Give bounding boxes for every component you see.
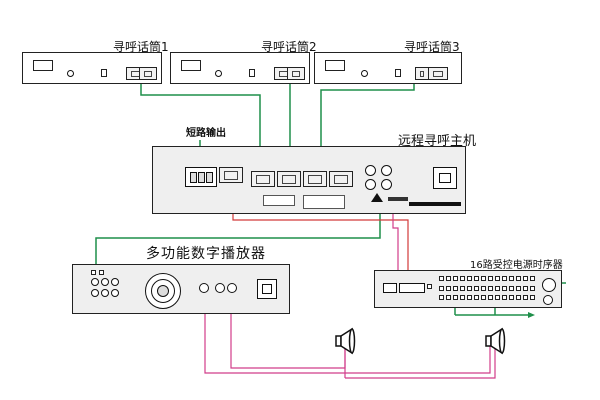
rj45-port-icon [251,171,275,187]
dc-jack-icon [215,70,222,77]
rj45-port-icon [329,171,353,187]
fan-grille-icon [145,273,181,309]
warning-icon [371,193,383,202]
rca-jack-icon [365,179,376,190]
short-output-label: 短路输出 [186,128,226,139]
rca-jack-icon [91,278,99,286]
rj45-port-icon [219,167,243,183]
rj45-port-icon [287,67,305,80]
rj45-port-icon [303,171,327,187]
speaker-icon [330,327,358,355]
rj45-port-icon [428,67,448,80]
remote-paging-host [152,146,466,214]
speaker-icon [480,327,508,355]
label-plate [263,195,295,206]
rj45-port-icon [139,67,157,80]
player-title: 多功能数字播放器 [146,246,266,262]
power-switch-icon [33,60,53,71]
cable-pager3-host [320,80,415,170]
dc-jack-icon [361,70,368,77]
speaker-terminal-icon [227,283,237,293]
speaker-terminal-icon [215,283,225,293]
rca-jack-icon [101,278,109,286]
power-switch-icon [325,60,345,71]
power-button-icon [543,295,553,305]
knob-icon [542,278,556,292]
port-icon [427,284,432,289]
power-socket-icon [433,167,457,189]
speaker-terminal-icon [199,283,209,293]
pager3-title: 寻呼话筒3 [404,40,460,54]
rj45-port-icon [277,171,301,187]
pager1-title: 寻呼话筒1 [113,40,169,54]
cable-speaker-left-a [204,290,491,374]
pager2-device [170,52,310,84]
dip-switch-icon [395,69,401,77]
cable-speaker-right-a [345,345,496,379]
terminal-block-icon [185,167,217,187]
rca-jack-icon [381,179,392,190]
input-jack-icon [99,270,104,275]
input-jack-icon [91,270,96,275]
rca-jack-icon [365,165,376,176]
outlet-grid [439,276,539,302]
rca-jack-icon [111,278,119,286]
label-plate [303,195,345,209]
pager1-device [22,52,162,84]
port-icon [383,283,397,293]
multifunction-digital-player [72,264,290,314]
cable-pager1-host [140,80,261,170]
sequencer-title: 16路受控电源时序器 [470,260,563,271]
pager3-device [314,52,462,84]
label-plate [388,197,408,201]
pager2-title: 寻呼话筒2 [261,40,317,54]
power-sequencer-16ch [374,270,562,308]
rca-jack-icon [111,289,119,297]
rj45-port-icon [415,67,429,80]
dip-switch-icon [101,69,107,77]
dc-jack-icon [67,70,74,77]
power-socket-icon [257,279,277,299]
host-title: 远程寻呼主机 [398,134,477,149]
rca-jack-icon [101,289,109,297]
rca-jack-icon [381,165,392,176]
dip-switch-icon [249,69,255,77]
control-port-icon [399,283,425,293]
rca-jack-icon [91,289,99,297]
power-rating-plate [409,202,461,206]
power-switch-icon [181,60,201,71]
